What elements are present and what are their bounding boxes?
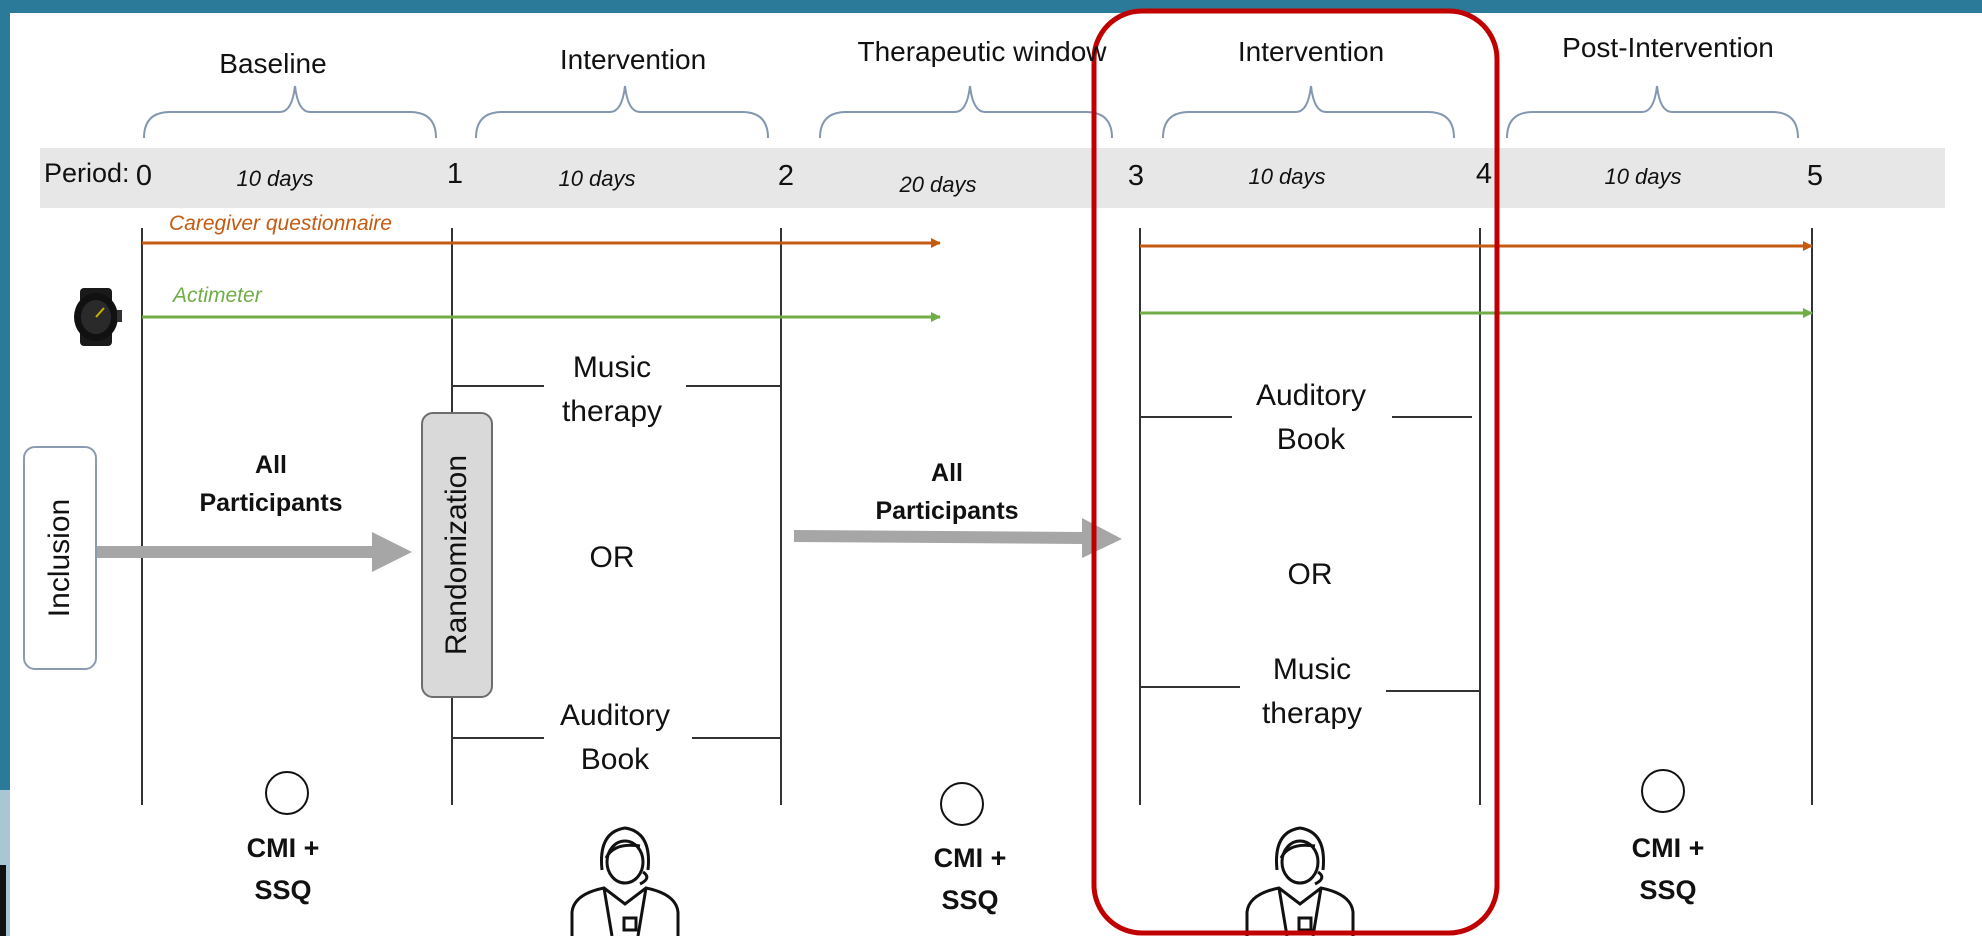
duration-label-1: 10 days (236, 166, 314, 191)
left-frame-bar-light (0, 790, 10, 936)
brace-baseline (143, 85, 437, 139)
randomization-label: Randomization (440, 454, 473, 656)
period-label: Period: (44, 158, 130, 188)
highlight-box (1091, 8, 1500, 936)
phase-title-baseline: Baseline (219, 48, 327, 79)
assessment-circle-icon-2 (940, 782, 984, 826)
flow-arrow-2 (794, 518, 1122, 558)
assessment-circle-icon-3 (1641, 769, 1685, 813)
period-lines (141, 228, 1813, 805)
randomization-box: Randomization (421, 412, 493, 698)
flow-arrow-1 (94, 532, 412, 572)
period-number-1: 1 (446, 158, 464, 190)
period-number-3: 3 (1127, 160, 1145, 192)
duration-label-3: 20 days (899, 172, 977, 197)
duration-label-2: 10 days (558, 166, 636, 191)
period-number-4: 4 (1475, 158, 1493, 190)
clinician-icon-1 (570, 826, 680, 936)
inclusion-label: Inclusion (43, 498, 76, 618)
caregiver-questionnaire-label: Caregiver questionnaire (169, 212, 392, 235)
clinician-icon-2 (1245, 826, 1355, 936)
phase-braces (143, 85, 1799, 139)
assessment-circle-icon-1 (265, 771, 309, 815)
duration-label-5: 10 days (1604, 164, 1682, 189)
watch-icon (74, 288, 122, 346)
arm2-or-label: OR (1287, 558, 1333, 591)
top-frame-bar (0, 0, 1982, 13)
arm-lines-1 (452, 385, 781, 739)
inclusion-box: Inclusion (23, 446, 97, 670)
period-number-2: 2 (777, 160, 795, 192)
left-frame-bar (0, 0, 10, 790)
actimeter-label: Actimeter (173, 284, 262, 307)
phase-title-therapeutic-window: Therapeutic window (857, 36, 1107, 67)
arm-lines-2 (1140, 416, 1480, 692)
period-number-0: 0 (135, 160, 153, 192)
brace-intervention2 (1162, 85, 1455, 139)
assessment-label-2: CMI +SSQ (933, 843, 1007, 915)
assessment-label-1: CMI +SSQ (246, 833, 320, 905)
phase-title-intervention-2: Intervention (1237, 36, 1385, 67)
assessment-label-3: CMI +SSQ (1631, 833, 1705, 905)
duration-label-4: 10 days (1248, 164, 1326, 189)
brace-therapeutic (819, 85, 1113, 139)
phase-title-post-intervention: Post-Intervention (1562, 32, 1774, 63)
period-number-5: 5 (1806, 160, 1824, 192)
brace-intervention1 (475, 85, 769, 139)
timeline-band (40, 148, 1945, 208)
left-frame-corner (0, 865, 6, 936)
phase-title-intervention-1: Intervention (559, 44, 707, 75)
arm1-or-label: OR (589, 541, 635, 574)
brace-post (1506, 85, 1799, 139)
